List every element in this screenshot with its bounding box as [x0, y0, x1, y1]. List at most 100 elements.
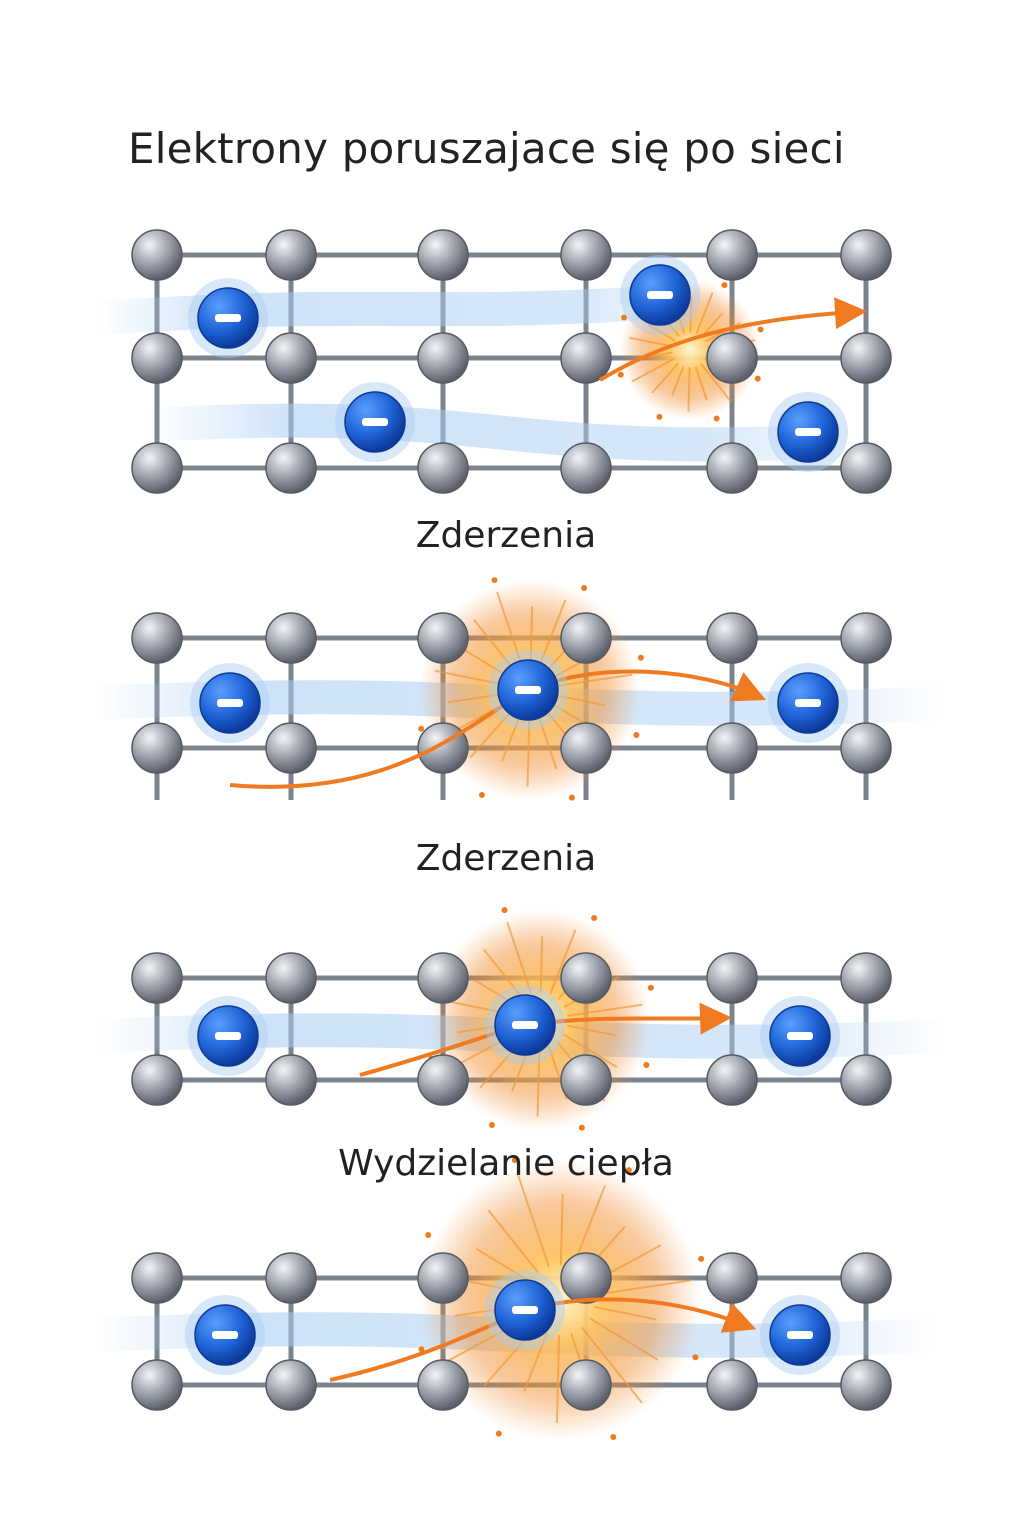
lattice-atom	[840, 229, 892, 281]
heat-particle	[721, 282, 728, 289]
burst-ray	[487, 1209, 539, 1274]
burst-ray	[475, 1248, 531, 1283]
heat-particle	[633, 731, 640, 738]
lattice-atom	[560, 952, 612, 1004]
burst-ray	[473, 618, 514, 670]
burst-ray	[689, 296, 693, 333]
heat-particle	[511, 1157, 518, 1164]
burst-ray	[517, 1174, 550, 1268]
lattice-atom	[560, 332, 612, 384]
heat-particle	[425, 1231, 432, 1238]
burst-ray	[483, 948, 524, 1000]
heat-particle	[581, 584, 588, 591]
burst-ray	[537, 715, 558, 770]
burst-ray	[647, 323, 676, 342]
burst-ray	[594, 1279, 691, 1296]
heat-particle	[568, 794, 575, 801]
burst-ray	[539, 936, 544, 993]
burst-ray	[631, 357, 676, 383]
electron-flow-stream	[133, 403, 867, 462]
minus-sign-icon	[512, 1306, 538, 1314]
lattice-atom	[265, 1359, 317, 1411]
heat-particle	[643, 1061, 650, 1068]
minus-sign-icon	[787, 1331, 813, 1339]
minus-sign-icon	[512, 1021, 538, 1029]
label-collisions-2: Zderzenia	[415, 838, 597, 879]
heat-particle	[488, 1122, 495, 1129]
heat-particle	[692, 1354, 699, 1361]
lattice-atom	[840, 332, 892, 384]
lattice-atom	[131, 722, 183, 774]
lattice-atom	[131, 952, 183, 1004]
lattice-atom	[417, 612, 469, 664]
heat-particle	[757, 326, 764, 333]
burst-ray	[469, 709, 513, 759]
lattice-atom	[840, 722, 892, 774]
burst-ray	[566, 1024, 616, 1037]
heat-particle	[591, 914, 598, 921]
minus-sign-icon	[787, 1032, 813, 1040]
burst-ray	[434, 669, 504, 686]
lattice-atom	[706, 722, 758, 774]
burst-ray	[695, 292, 714, 335]
lattice-atom	[417, 1054, 469, 1106]
lattice-atom	[840, 612, 892, 664]
minus-sign-icon	[795, 428, 821, 436]
lattice-atom	[131, 612, 183, 664]
heat-particle	[478, 792, 485, 799]
lattice-atom	[265, 612, 317, 664]
burst-ray	[526, 717, 531, 787]
lattice-atom	[840, 1252, 892, 1304]
lattice-atom	[706, 1054, 758, 1106]
lattice-atom	[706, 332, 758, 384]
heat-particle	[754, 375, 761, 382]
burst-ray	[594, 1305, 657, 1321]
heat-particle	[713, 415, 720, 422]
minus-sign-icon	[647, 291, 673, 299]
lattice-atom	[706, 952, 758, 1004]
lattice-atom	[706, 229, 758, 281]
lattice-atom	[840, 1359, 892, 1411]
burst-ray	[506, 921, 533, 995]
burst-ray	[581, 1326, 643, 1404]
lattice-atom	[417, 1359, 469, 1411]
lattice-atom	[560, 1359, 612, 1411]
lattice-atom	[560, 722, 612, 774]
burst-ray	[651, 362, 680, 394]
lattice-atom	[265, 332, 317, 384]
burst-ray	[629, 336, 674, 348]
heat-particle	[647, 984, 654, 991]
label-heat-release: Wydzielanie ciepła	[338, 1143, 674, 1184]
lattice-atom	[131, 1054, 183, 1106]
lattice-atom	[560, 1252, 612, 1304]
lattice-atom	[706, 442, 758, 494]
heat-particle	[578, 1124, 585, 1131]
lattice-atom	[265, 952, 317, 1004]
lattice-atom	[265, 722, 317, 774]
minus-sign-icon	[212, 1331, 238, 1339]
lattice-atom	[265, 229, 317, 281]
lattice-atom	[840, 442, 892, 494]
burst-ray	[463, 648, 508, 677]
burst-ray	[589, 1317, 659, 1361]
burst-ray	[694, 366, 708, 401]
minus-sign-icon	[795, 699, 821, 707]
minus-sign-icon	[362, 418, 388, 426]
lattice-atom	[131, 1252, 183, 1304]
heat-particle	[617, 371, 624, 378]
burst-ray	[559, 1193, 564, 1266]
lattice-atom	[560, 1054, 612, 1106]
burst-ray	[556, 694, 606, 707]
burst-ray	[687, 367, 691, 412]
burst-ray	[549, 929, 577, 995]
lattice-atom	[131, 442, 183, 494]
burst-ray	[536, 1047, 541, 1117]
lattice-atom	[706, 612, 758, 664]
minus-sign-icon	[215, 1032, 241, 1040]
burst-ray	[562, 1033, 618, 1068]
heat-particle	[610, 1434, 617, 1441]
heat-particle	[418, 1346, 425, 1353]
minus-sign-icon	[215, 314, 241, 322]
lattice-atom	[417, 442, 469, 494]
label-collisions-1: Zderzenia	[415, 515, 597, 556]
